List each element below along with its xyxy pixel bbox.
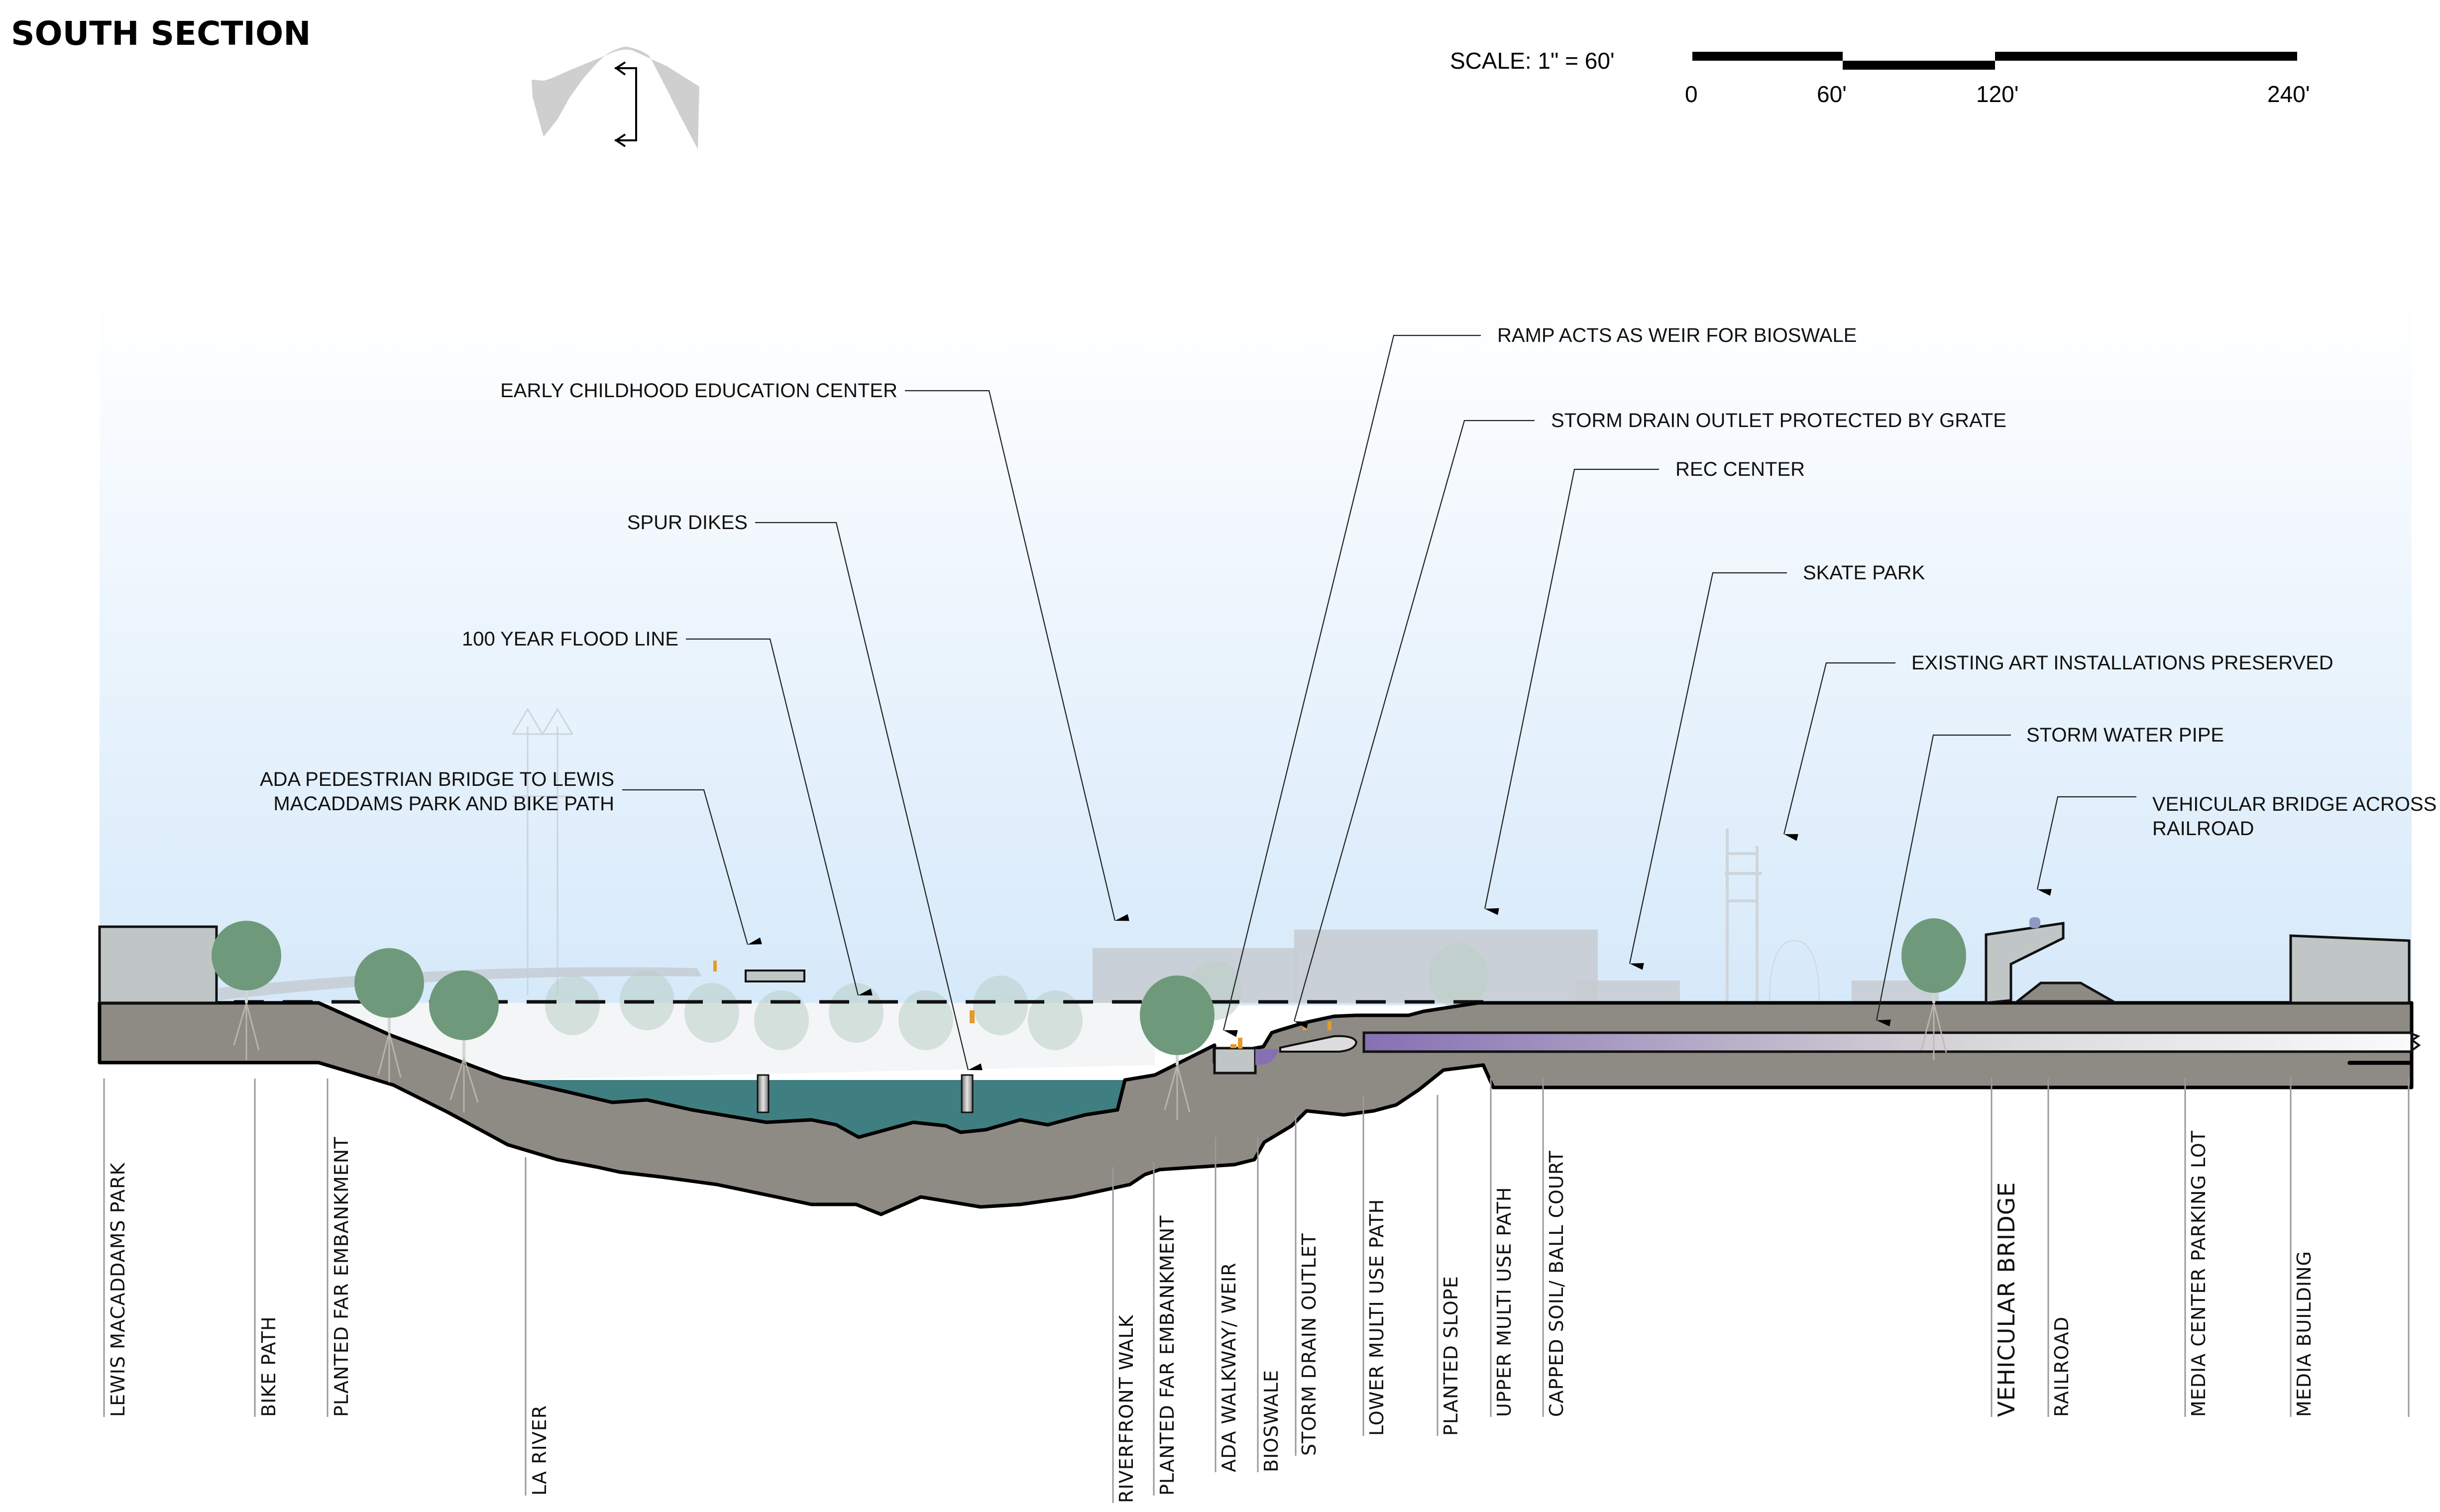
ada-pedestrian-bridge bbox=[219, 967, 805, 1000]
zone-label: BIKE PATH bbox=[258, 1316, 280, 1417]
callout-skate-park: SKATE PARK bbox=[1629, 562, 1925, 970]
person-icon bbox=[1238, 1038, 1242, 1049]
art-installation-tower bbox=[1725, 829, 1820, 1003]
drawing-title: SOUTH SECTION bbox=[11, 14, 311, 53]
zone-label: UPPER MULTI USE PATH bbox=[1493, 1187, 1515, 1417]
dog-icon bbox=[1230, 1044, 1236, 1048]
callout-early-childhood: EARLY CHILDHOOD EDUCATION CENTER bbox=[500, 380, 1129, 921]
callout-ramp-weir: RAMP ACTS AS WEIR FOR BIOSWALE bbox=[1222, 324, 1857, 1037]
scale-bar: SCALE: 1" = 60' 0 60' 120' 240' bbox=[1450, 48, 2310, 107]
person-icon bbox=[1303, 1021, 1307, 1030]
tree bbox=[1140, 975, 1215, 1120]
callout-text: STORM DRAIN OUTLET PROTECTED BY GRATE bbox=[1551, 410, 2006, 432]
callout-text: 100 YEAR FLOOD LINE bbox=[462, 628, 678, 650]
tree bbox=[429, 971, 499, 1112]
callout-text: EXISTING ART INSTALLATIONS PRESERVED bbox=[1911, 652, 2333, 674]
zone-label: PLANTED FAR EMBANKMENT bbox=[331, 1137, 352, 1417]
zone-label: VEHICULAR BRIDGE bbox=[1993, 1182, 2020, 1417]
scale-tick-60: 60' bbox=[1817, 81, 1847, 107]
ground-section bbox=[98, 1001, 2414, 1216]
zone-label: ADA WALKWAY/ WEIR bbox=[1218, 1262, 1240, 1472]
callout-spur-dikes: SPUR DIKES bbox=[627, 512, 983, 1071]
callout-text: VEHICULAR BRIDGE ACROSS bbox=[2152, 793, 2437, 815]
zone-label: MEDIA CENTER PARKING LOT bbox=[2188, 1130, 2210, 1417]
zone-label: LA RIVER bbox=[529, 1405, 551, 1496]
vehicle-icon bbox=[2029, 917, 2040, 928]
tree bbox=[354, 948, 424, 1082]
tree bbox=[1901, 918, 1966, 1060]
scale-tick-120: 120' bbox=[1976, 81, 2019, 107]
zone-label: BIOSWALE bbox=[1260, 1370, 1282, 1472]
transmission-tower bbox=[512, 708, 573, 995]
zone-label: STORM DRAIN OUTLET bbox=[1298, 1233, 1320, 1456]
person-icon bbox=[1328, 1021, 1331, 1030]
zone-labels: LEWIS MACADDAMS PARK BIKE PATH PLANTED F… bbox=[103, 1078, 2410, 1503]
scale-tick-240: 240' bbox=[2267, 81, 2310, 107]
bioswale-water bbox=[1255, 1049, 1279, 1065]
lewis-macaddams-park-building bbox=[98, 925, 218, 1004]
callout-text: ADA PEDESTRIAN BRIDGE TO LEWIS bbox=[260, 768, 614, 790]
media-building bbox=[2289, 934, 2411, 1004]
callout-art-installations: EXISTING ART INSTALLATIONS PRESERVED bbox=[1783, 652, 2333, 841]
ada-walkway-weir-block bbox=[1213, 1047, 1257, 1075]
railroad-berm bbox=[2013, 981, 2118, 1003]
callout-flood-line: 100 YEAR FLOOD LINE bbox=[462, 628, 873, 996]
zone-label: RIVERFRONT WALK bbox=[1115, 1314, 1137, 1503]
callout-text: MACADDAMS PARK AND BIKE PATH bbox=[273, 793, 614, 815]
callouts: EARLY CHILDHOOD EDUCATION CENTER SPUR DI… bbox=[260, 324, 2437, 1071]
zone-label: CAPPED SOIL/ BALL COURT bbox=[1546, 1150, 1567, 1417]
zone-label: PLANTED SLOPE bbox=[1440, 1276, 1462, 1436]
callout-storm-drain: STORM DRAIN OUTLET PROTECTED BY GRATE bbox=[1293, 410, 2006, 1029]
callout-storm-water-pipe: STORM WATER PIPE bbox=[1876, 724, 2224, 1027]
callout-vehicular-bridge: VEHICULAR BRIDGE ACROSS RAILROAD bbox=[2036, 793, 2437, 896]
callout-text: STORM WATER PIPE bbox=[2026, 724, 2224, 746]
callout-text: REC CENTER bbox=[1675, 458, 1805, 480]
person-icon bbox=[970, 1010, 975, 1023]
callout-ada-bridge: ADA PEDESTRIAN BRIDGE TO LEWIS MACADDAMS… bbox=[260, 768, 762, 945]
scale-segment-3 bbox=[1995, 52, 2297, 61]
callout-text: RAMP ACTS AS WEIR FOR BIOSWALE bbox=[1497, 324, 1857, 346]
person-icon bbox=[713, 961, 717, 972]
spur-dike-pier-1 bbox=[757, 1074, 770, 1113]
scale-tick-0: 0 bbox=[1685, 81, 1698, 107]
callout-text: SPUR DIKES bbox=[627, 512, 748, 534]
tree bbox=[212, 921, 281, 1060]
spur-dike-pier-2 bbox=[961, 1074, 974, 1113]
zone-label: LEWIS MACADDAMS PARK bbox=[107, 1162, 129, 1417]
zone-label: PLANTED FAR EMBANKMENT bbox=[1156, 1215, 1178, 1496]
vehicular-bridge-structure bbox=[1985, 922, 2065, 1004]
section-cut-key-plan-icon bbox=[532, 46, 699, 150]
foreground-trees bbox=[212, 918, 1966, 1120]
zone-label: LOWER MULTI USE PATH bbox=[1366, 1199, 1388, 1436]
ada-bridge-deck-section bbox=[745, 970, 805, 982]
scale-segment-1 bbox=[1692, 52, 1843, 61]
callout-text: RAILROAD bbox=[2152, 818, 2254, 840]
storm-water-pipe bbox=[1362, 1031, 2413, 1053]
background-trees bbox=[545, 943, 1488, 1050]
callout-rec-center: REC CENTER bbox=[1484, 458, 1805, 915]
callout-text: SKATE PARK bbox=[1803, 562, 1925, 584]
pipe-break-symbol bbox=[2409, 1032, 2421, 1053]
sky-background bbox=[100, 299, 2412, 1005]
skate-park-structure bbox=[1575, 980, 1680, 1003]
callout-text: EARLY CHILDHOOD EDUCATION CENTER bbox=[500, 380, 897, 402]
scale-segment-2 bbox=[1843, 61, 1995, 70]
scale-label: SCALE: 1" = 60' bbox=[1450, 48, 1615, 74]
zone-label: RAILROAD bbox=[2051, 1316, 2073, 1417]
storm-drain-outlet-grate bbox=[1279, 1035, 1358, 1053]
zone-label: MEDIA BUILDING bbox=[2293, 1251, 2315, 1417]
